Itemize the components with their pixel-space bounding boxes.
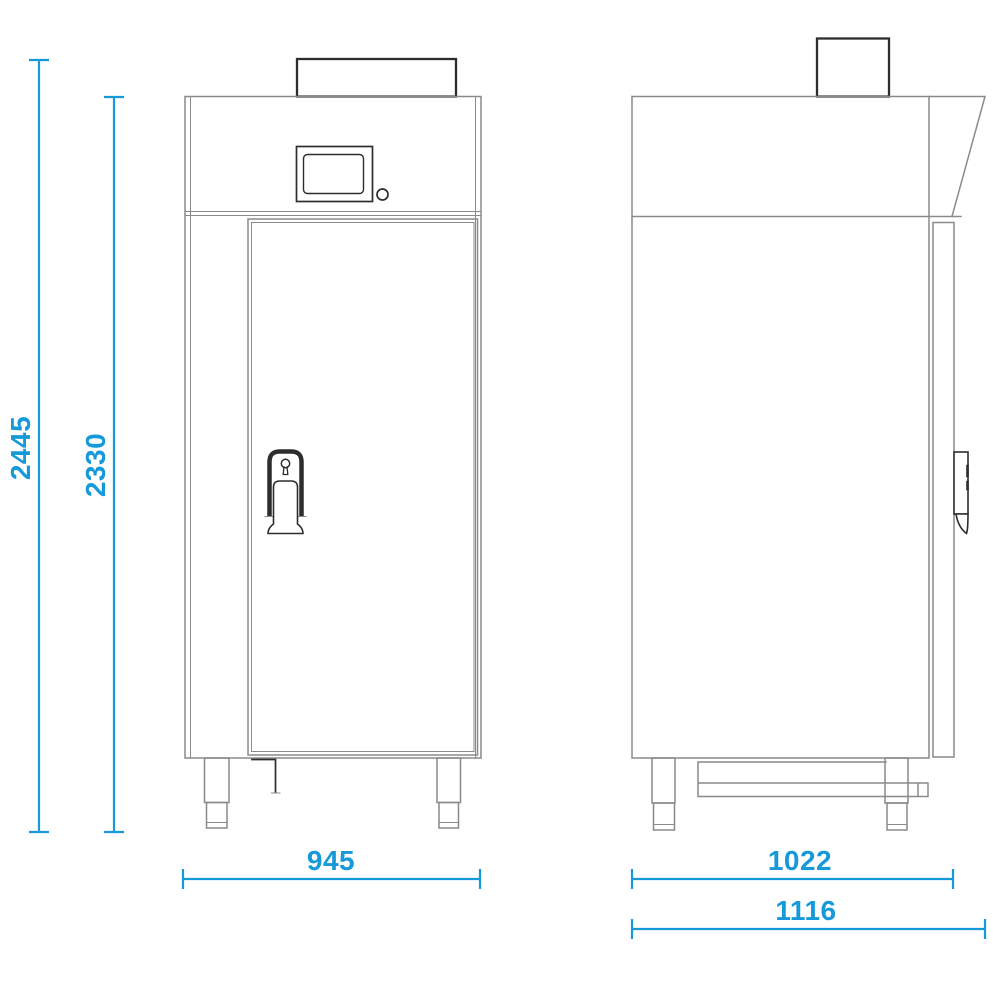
front-view (184, 57, 482, 829)
dim-cabinet-height-line (104, 95, 124, 834)
control-display-screen[interactable] (302, 153, 365, 195)
dim-body-depth-label: 1022 (768, 845, 832, 876)
dim-body-depth: 1022 (630, 845, 955, 889)
handle-backplate (267, 449, 304, 516)
front-door[interactable] (247, 218, 479, 756)
side-door-profile (932, 221, 955, 758)
front-exhaust-duct (295, 57, 458, 98)
front-cabinet-edge-lines (190, 96, 476, 759)
dim-overall-depth: 1116 (630, 895, 987, 939)
dim-body-depth-line (630, 869, 955, 889)
dim-overall-depth-label: 1116 (775, 895, 836, 926)
dim-overall-depth-line (630, 919, 987, 939)
bottom-slide-rail (697, 761, 929, 798)
front-door-inner-edge (251, 222, 475, 752)
dim-overall-height-label: 2445 (5, 416, 36, 480)
dim-overall-height-line (29, 58, 49, 834)
front-door-bottom-bracket (251, 758, 277, 794)
keyhole-icon (280, 458, 291, 469)
dimension-annotations: 2445 2330 945 1022 1116 (5, 58, 987, 939)
side-exhaust-duct (815, 37, 891, 98)
side-door-handle[interactable] (953, 451, 969, 535)
door-handle[interactable] (264, 449, 307, 535)
dim-overall-height: 2445 (5, 58, 49, 834)
side-left-leg (651, 757, 676, 831)
side-cabinet-body (631, 95, 930, 759)
dim-front-width: 945 (181, 845, 482, 889)
front-compartment-separator (184, 211, 482, 216)
side-view (631, 37, 986, 831)
indicator-button[interactable] (376, 188, 389, 201)
side-top-overhang (631, 95, 986, 218)
dim-front-width-label: 945 (307, 845, 355, 876)
side-handle-lever-tip (955, 513, 969, 535)
side-right-leg (884, 757, 909, 831)
front-left-leg (203, 757, 230, 829)
front-right-leg (436, 757, 462, 829)
front-cabinet-body (184, 95, 482, 759)
handle-lever[interactable] (267, 480, 304, 535)
dim-cabinet-height-label: 2330 (80, 433, 111, 497)
keyhole-slot-icon (282, 466, 289, 476)
side-handle-plate (953, 451, 969, 515)
dim-front-width-line (181, 869, 482, 889)
dim-cabinet-height: 2330 (80, 95, 124, 834)
control-panel (295, 145, 374, 203)
